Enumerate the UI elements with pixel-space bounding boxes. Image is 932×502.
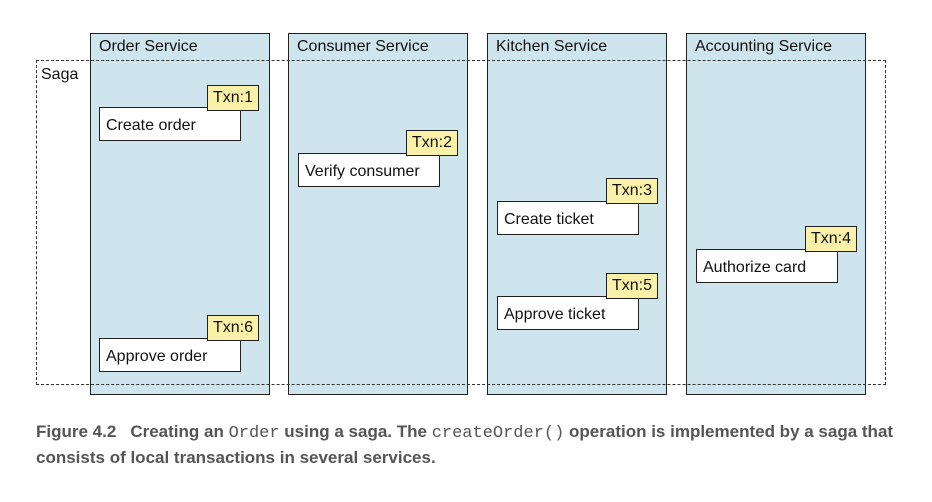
figure-number: Figure 4.2 (36, 422, 117, 441)
step-approve-order: Approve order (99, 338, 241, 372)
step-verify-consumer: Verify consumer (298, 153, 440, 187)
txn-badge-1: Txn:1 (207, 85, 260, 111)
txn-label-2: Txn:2 (412, 134, 453, 151)
txn-label-3: Txn:3 (612, 182, 653, 199)
step-approve-ticket: Approve ticket (497, 296, 639, 330)
txn-badge-5: Txn:5 (606, 273, 659, 299)
step-label-verify-consumer: Verify consumer (305, 163, 420, 180)
step-label-authorize-card: Authorize card (703, 259, 807, 276)
figure-caption: Figure 4.2 Creating an Order using a saga… (36, 420, 916, 470)
txn-badge-3: Txn:3 (606, 178, 659, 204)
txn-label-4: Txn:4 (811, 230, 852, 247)
step-label-create-order: Create order (106, 117, 196, 134)
lane-title-accounting-service: Accounting Service (695, 38, 832, 55)
caption-text-2: using a saga. The (279, 422, 432, 441)
txn-label-6: Txn:6 (213, 319, 254, 336)
saga-label: Saga (41, 66, 79, 83)
step-label-approve-order: Approve order (106, 348, 208, 365)
lane-consumer-service: Consumer Service (288, 33, 468, 395)
lane-accounting-service: Accounting Service (686, 33, 866, 395)
caption-code-order: Order (228, 424, 280, 443)
step-label-create-ticket: Create ticket (504, 211, 594, 228)
txn-badge-2: Txn:2 (406, 130, 459, 156)
caption-code-createorder: createOrder() (431, 424, 565, 443)
txn-badge-4: Txn:4 (805, 226, 858, 252)
txn-label-5: Txn:5 (612, 277, 653, 294)
step-create-ticket: Create ticket (497, 201, 639, 235)
lane-title-order-service: Order Service (99, 38, 198, 55)
saga-diagram: Order Service Consumer Service Kitchen S… (36, 33, 886, 395)
step-label-approve-ticket: Approve ticket (504, 306, 606, 323)
caption-text-3: operation is implemented by a saga that … (36, 422, 894, 467)
step-create-order: Create order (99, 107, 241, 141)
txn-label-1: Txn:1 (213, 89, 254, 106)
caption-text-1: Creating an (130, 422, 229, 441)
txn-badge-6: Txn:6 (207, 315, 260, 341)
lane-title-kitchen-service: Kitchen Service (496, 38, 608, 55)
lane-title-consumer-service: Consumer Service (297, 38, 429, 55)
step-authorize-card: Authorize card (696, 249, 838, 283)
